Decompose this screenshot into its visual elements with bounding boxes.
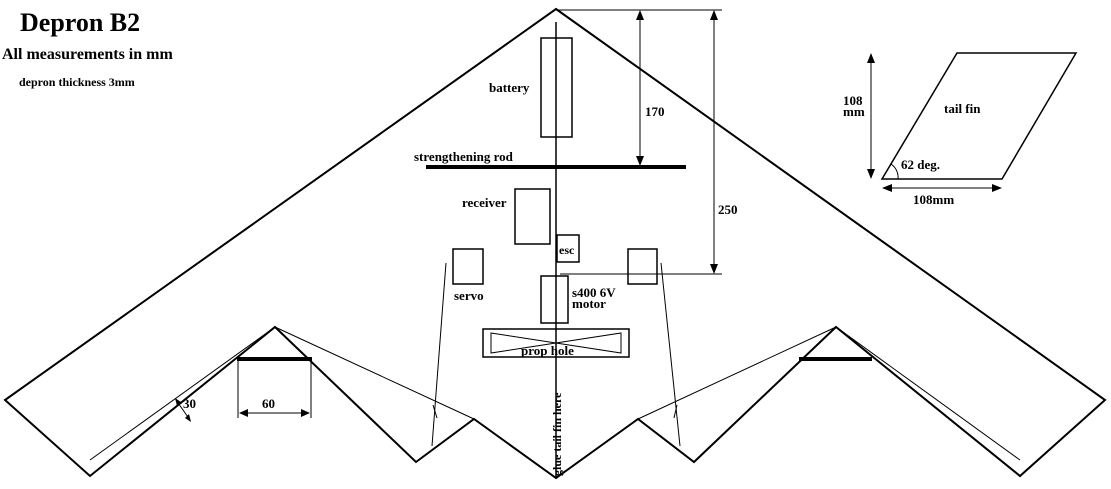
fin-base-label: 108mm bbox=[913, 192, 954, 207]
prop-hole-label: prop hole bbox=[521, 343, 574, 358]
page-title: Depron B2 bbox=[20, 8, 140, 37]
dim-30-arrow-bottom bbox=[185, 414, 191, 422]
page-subtitle: All measurements in mm bbox=[2, 46, 173, 63]
fin-height-arrow-top bbox=[867, 53, 875, 63]
dim-170-label: 170 bbox=[645, 104, 665, 119]
dim-170-arrow-bottom bbox=[636, 156, 644, 166]
receiver-box bbox=[514, 188, 551, 245]
dim-30-label: 30 bbox=[183, 396, 196, 411]
dim-250-arrow-bottom bbox=[710, 264, 718, 274]
glue-tail-fin-label: glue tail fin here bbox=[550, 392, 564, 476]
prop-hole-box bbox=[482, 328, 630, 358]
dim-250-arrow-top bbox=[710, 10, 718, 20]
left-elevon-line bbox=[89, 326, 475, 461]
fin-base-arrow-left bbox=[882, 184, 892, 192]
servo-label: servo bbox=[454, 288, 484, 303]
left-horn-line bbox=[432, 404, 438, 419]
right-horn-line bbox=[673, 404, 678, 419]
strengthening-rod-label: strengthening rod bbox=[414, 149, 514, 164]
right-servo-box bbox=[627, 248, 658, 285]
left-servo-box bbox=[452, 248, 484, 285]
dim-30-arrow-top bbox=[175, 398, 181, 406]
tail-fin-label: tail fin bbox=[944, 101, 981, 116]
dim-60-label: 60 bbox=[262, 396, 275, 411]
fin-angle-arc bbox=[890, 163, 899, 180]
dim-60-arrow-left bbox=[239, 409, 248, 417]
fin-height-unit: mm bbox=[843, 104, 865, 119]
fin-angle-label: 62 deg. bbox=[901, 157, 940, 172]
tail-fin-shape bbox=[880, 52, 1078, 180]
fin-height-arrow-bottom bbox=[867, 169, 875, 179]
dim-60-arrow-right bbox=[301, 409, 310, 417]
esc-box bbox=[556, 234, 580, 263]
dim-170-arrow-top bbox=[636, 10, 644, 20]
battery-box bbox=[540, 37, 573, 138]
prop-hole-bowtie bbox=[490, 332, 622, 354]
motor-label-line2: motor bbox=[572, 296, 606, 311]
fin-base-arrow-right bbox=[992, 184, 1002, 192]
fin-height-value: 108 bbox=[843, 93, 863, 108]
motor-label-line1: s400 6V bbox=[572, 285, 616, 300]
motor-box bbox=[540, 275, 569, 324]
esc-label: esc bbox=[559, 243, 575, 257]
left-linkage-line bbox=[431, 262, 447, 447]
battery-label: battery bbox=[489, 80, 530, 95]
right-elevon-line bbox=[637, 326, 1021, 461]
thickness-note: depron thickness 3mm bbox=[19, 75, 135, 89]
right-linkage-line bbox=[660, 262, 681, 447]
receiver-label: receiver bbox=[462, 195, 507, 210]
dim-250-label: 250 bbox=[718, 202, 738, 217]
